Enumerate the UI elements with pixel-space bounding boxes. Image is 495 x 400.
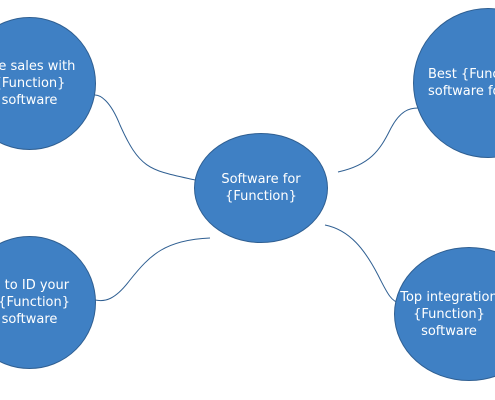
node-bottom-left-line-2: t {Function} — [0, 295, 71, 310]
node-center[interactable]: Software for {Function} — [194, 133, 328, 243]
node-top-left-line-2: {Function} — [0, 76, 66, 91]
node-center-line-1: Software for — [221, 172, 301, 187]
node-bottom-right-label: Top integration {Function} software — [399, 289, 495, 340]
node-bottom-left-line-1: w to ID your — [0, 278, 70, 293]
node-bottom-right-line-3: software — [421, 323, 477, 339]
connector-center-to-top-left — [94, 94, 196, 181]
node-bottom-right-line-1: Top integration — [400, 289, 495, 305]
connector-center-to-bottom-right — [324, 224, 401, 304]
connector-center-to-top-right — [337, 107, 419, 173]
node-top-right-line-1: Best {Func — [428, 67, 495, 82]
node-bottom-left[interactable]: w to ID your t {Function} software — [0, 236, 96, 369]
node-bottom-left-label: w to ID your t {Function} software — [0, 277, 70, 328]
node-top-right-label: Best {Func software fo — [428, 66, 495, 100]
node-bottom-right-line-2: {Function} — [413, 306, 485, 322]
node-top-right-line-2: software fo — [428, 84, 495, 99]
node-center-label: Software for {Function} — [221, 171, 300, 205]
node-top-left-line-1: ase sales with — [0, 59, 76, 74]
connector-center-to-bottom-left — [94, 237, 211, 302]
node-top-left-line-3: software — [1, 93, 58, 108]
node-bottom-left-line-3: software — [1, 312, 58, 327]
node-center-line-2: {Function} — [225, 189, 297, 204]
node-top-left-label: ase sales with {Function} software — [0, 58, 75, 109]
